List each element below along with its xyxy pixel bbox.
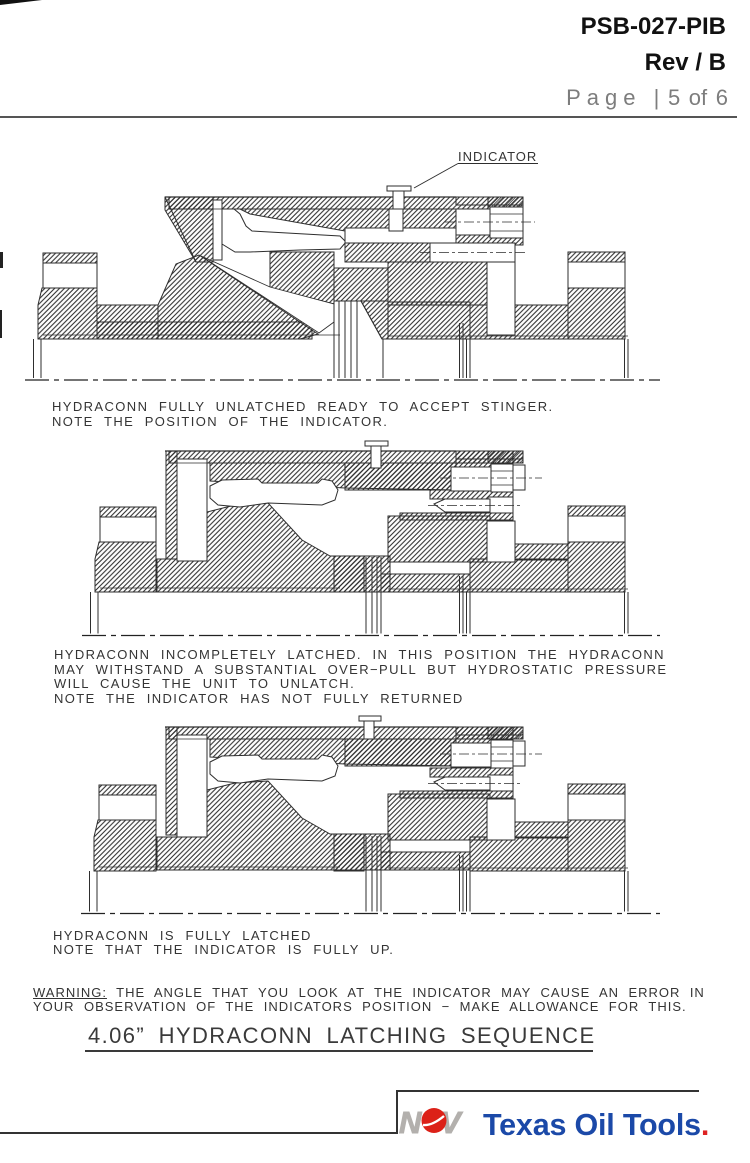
svg-text:N: N <box>399 1105 422 1140</box>
svg-text:INDICATOR: INDICATOR <box>458 149 537 164</box>
